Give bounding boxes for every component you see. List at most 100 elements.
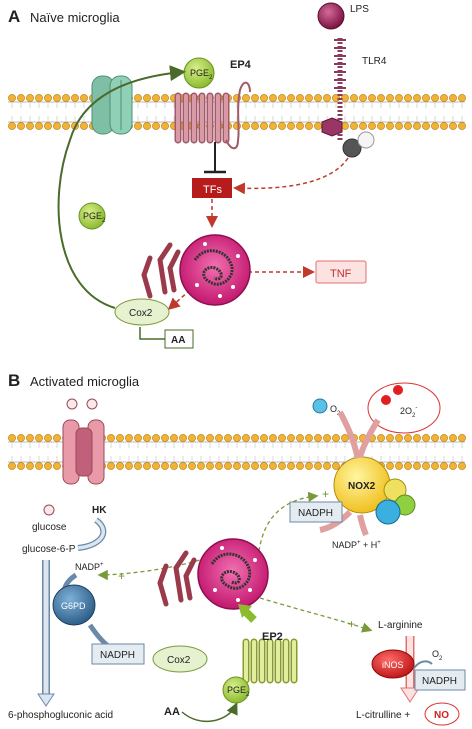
lipid-head	[422, 434, 430, 442]
lipid-head	[323, 94, 331, 102]
lipid-head	[395, 434, 403, 442]
lipid-head	[440, 122, 448, 130]
lipid-head	[269, 462, 277, 470]
lipid-head	[8, 122, 16, 130]
lipid-head	[314, 94, 322, 102]
lipid-head	[143, 94, 151, 102]
lipid-head	[296, 122, 304, 130]
lipid-head	[368, 122, 376, 130]
arrow-tlr4-to-tfs	[233, 157, 349, 195]
lipid-head	[260, 122, 268, 130]
lipid-head	[251, 94, 259, 102]
lipid-head	[26, 462, 34, 470]
ep2-receptor	[242, 638, 298, 684]
lipid-head	[422, 122, 430, 130]
lipid-head	[260, 94, 268, 102]
no-label: NO	[434, 710, 449, 721]
lipid-head	[161, 122, 169, 130]
lipid-head	[458, 434, 466, 442]
lps-molecule	[317, 2, 345, 30]
ep2-to-nucleus-arrow	[243, 609, 257, 623]
lipid-head	[197, 462, 205, 470]
panel-b-title: Activated microglia	[30, 374, 140, 389]
pge2-left-label: PGE2	[83, 211, 106, 224]
lipid-head	[233, 462, 241, 470]
lipid-head	[134, 434, 142, 442]
lipid-head	[152, 122, 160, 130]
lipid-head	[134, 462, 142, 470]
lipid-head	[80, 94, 88, 102]
aa-to-pge2-arrow	[181, 702, 238, 723]
lipid-head	[62, 122, 70, 130]
lipid-head	[404, 462, 412, 470]
lipid-head	[449, 94, 457, 102]
lipid-head	[242, 122, 250, 130]
lipid-head	[404, 434, 412, 442]
plus-nox2: +	[322, 487, 329, 501]
lipid-head	[458, 122, 466, 130]
er-b	[157, 550, 197, 607]
lipid-head	[305, 94, 313, 102]
superoxide-label: 2O2-	[400, 405, 417, 419]
lipid-head	[296, 462, 304, 470]
lipid-head	[179, 434, 187, 442]
lipid-head	[44, 434, 52, 442]
lipid-head	[35, 462, 43, 470]
lipid-head	[413, 94, 421, 102]
lipid-head	[116, 434, 124, 442]
lipid-head	[332, 434, 340, 442]
lipid-head	[431, 462, 439, 470]
lipid-head	[395, 462, 403, 470]
lipid-head	[53, 122, 61, 130]
arrow-nucleus-to-g6pd	[97, 557, 207, 581]
lipid-head	[35, 94, 43, 102]
plus-g6pd: +	[118, 569, 125, 583]
lipid-head	[251, 434, 259, 442]
lipid-head	[413, 462, 421, 470]
lipid-head	[458, 462, 466, 470]
lipid-head	[251, 462, 259, 470]
lipid-head	[134, 122, 142, 130]
lipid-head	[215, 462, 223, 470]
nadph-inos-box	[414, 669, 466, 691]
lipid-head	[80, 122, 88, 130]
inhibition-symbol	[204, 142, 226, 174]
nox2-output-arrow	[357, 418, 381, 458]
lipid-head	[386, 434, 394, 442]
lipid-head	[278, 94, 286, 102]
lipid-head	[404, 94, 412, 102]
lipid-head	[386, 462, 394, 470]
lipid-head	[71, 94, 79, 102]
lipid-head	[26, 434, 34, 442]
lipid-head	[287, 462, 295, 470]
lipid-head	[125, 462, 133, 470]
lipid-head	[44, 122, 52, 130]
lipid-head	[422, 94, 430, 102]
inos-enzyme	[371, 649, 415, 679]
superoxide-dot-2	[393, 385, 403, 395]
pge2-top-label: PGE2	[190, 68, 213, 81]
lipid-head	[53, 462, 61, 470]
lipid-head	[332, 462, 340, 470]
lipid-head	[242, 434, 250, 442]
lipid-head	[314, 122, 322, 130]
lipid-head	[224, 434, 232, 442]
ep2-label: EP2	[262, 631, 283, 643]
lipid-head	[323, 462, 331, 470]
lipid-head	[161, 462, 169, 470]
panel-a-letter: A	[8, 7, 20, 26]
lipid-head	[395, 94, 403, 102]
lipid-head	[440, 462, 448, 470]
lipid-head	[269, 122, 277, 130]
lipid-head	[431, 434, 439, 442]
lipid-head	[278, 122, 286, 130]
nadp-h-label: NADP+ + H+	[332, 540, 381, 550]
superoxide-dot-1	[381, 395, 391, 405]
nadph-inos-label: NADPH	[422, 676, 457, 687]
larginine-label: L-arginine	[378, 620, 423, 631]
er-a	[141, 242, 181, 299]
lipid-head	[152, 94, 160, 102]
glucose6p-label: glucose-6-P	[22, 544, 76, 555]
lipid-head	[44, 462, 52, 470]
